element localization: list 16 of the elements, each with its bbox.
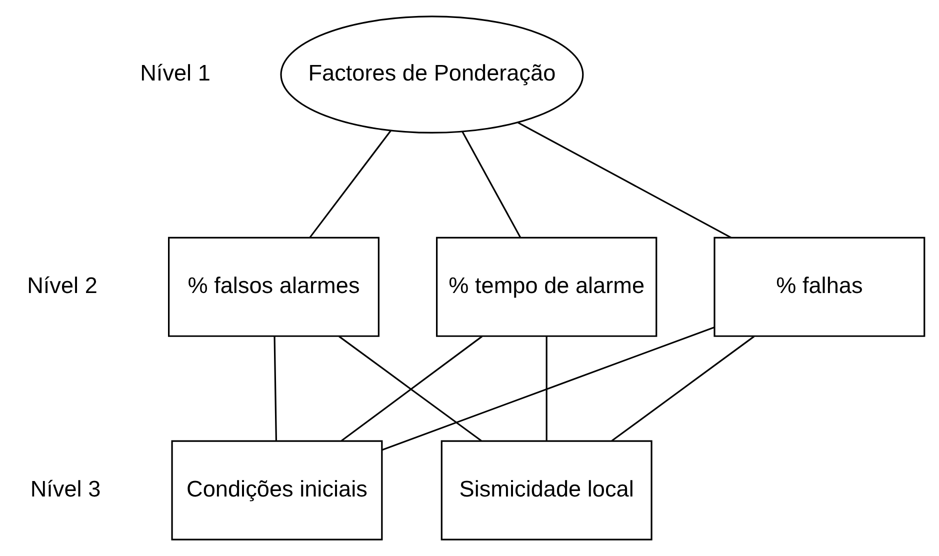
node-box: % tempo de alarme — [436, 236, 658, 337]
label: Nível 3 — [30, 476, 101, 502]
label: Nível 2 — [27, 272, 98, 298]
connector — [462, 131, 522, 238]
connector — [274, 336, 277, 440]
connector — [309, 130, 392, 238]
node-box: Sismicidade local — [440, 440, 652, 540]
node-box: Condições iniciais — [171, 440, 383, 540]
connector — [382, 326, 714, 451]
connector — [518, 122, 732, 238]
node-ellipse: Factores de Ponderação — [280, 16, 584, 134]
node-box: % falhas — [714, 236, 926, 337]
label: Nível 1 — [140, 60, 210, 86]
connector — [546, 336, 548, 440]
node-box: % falsos alarmes — [168, 236, 380, 337]
connector — [611, 336, 755, 442]
